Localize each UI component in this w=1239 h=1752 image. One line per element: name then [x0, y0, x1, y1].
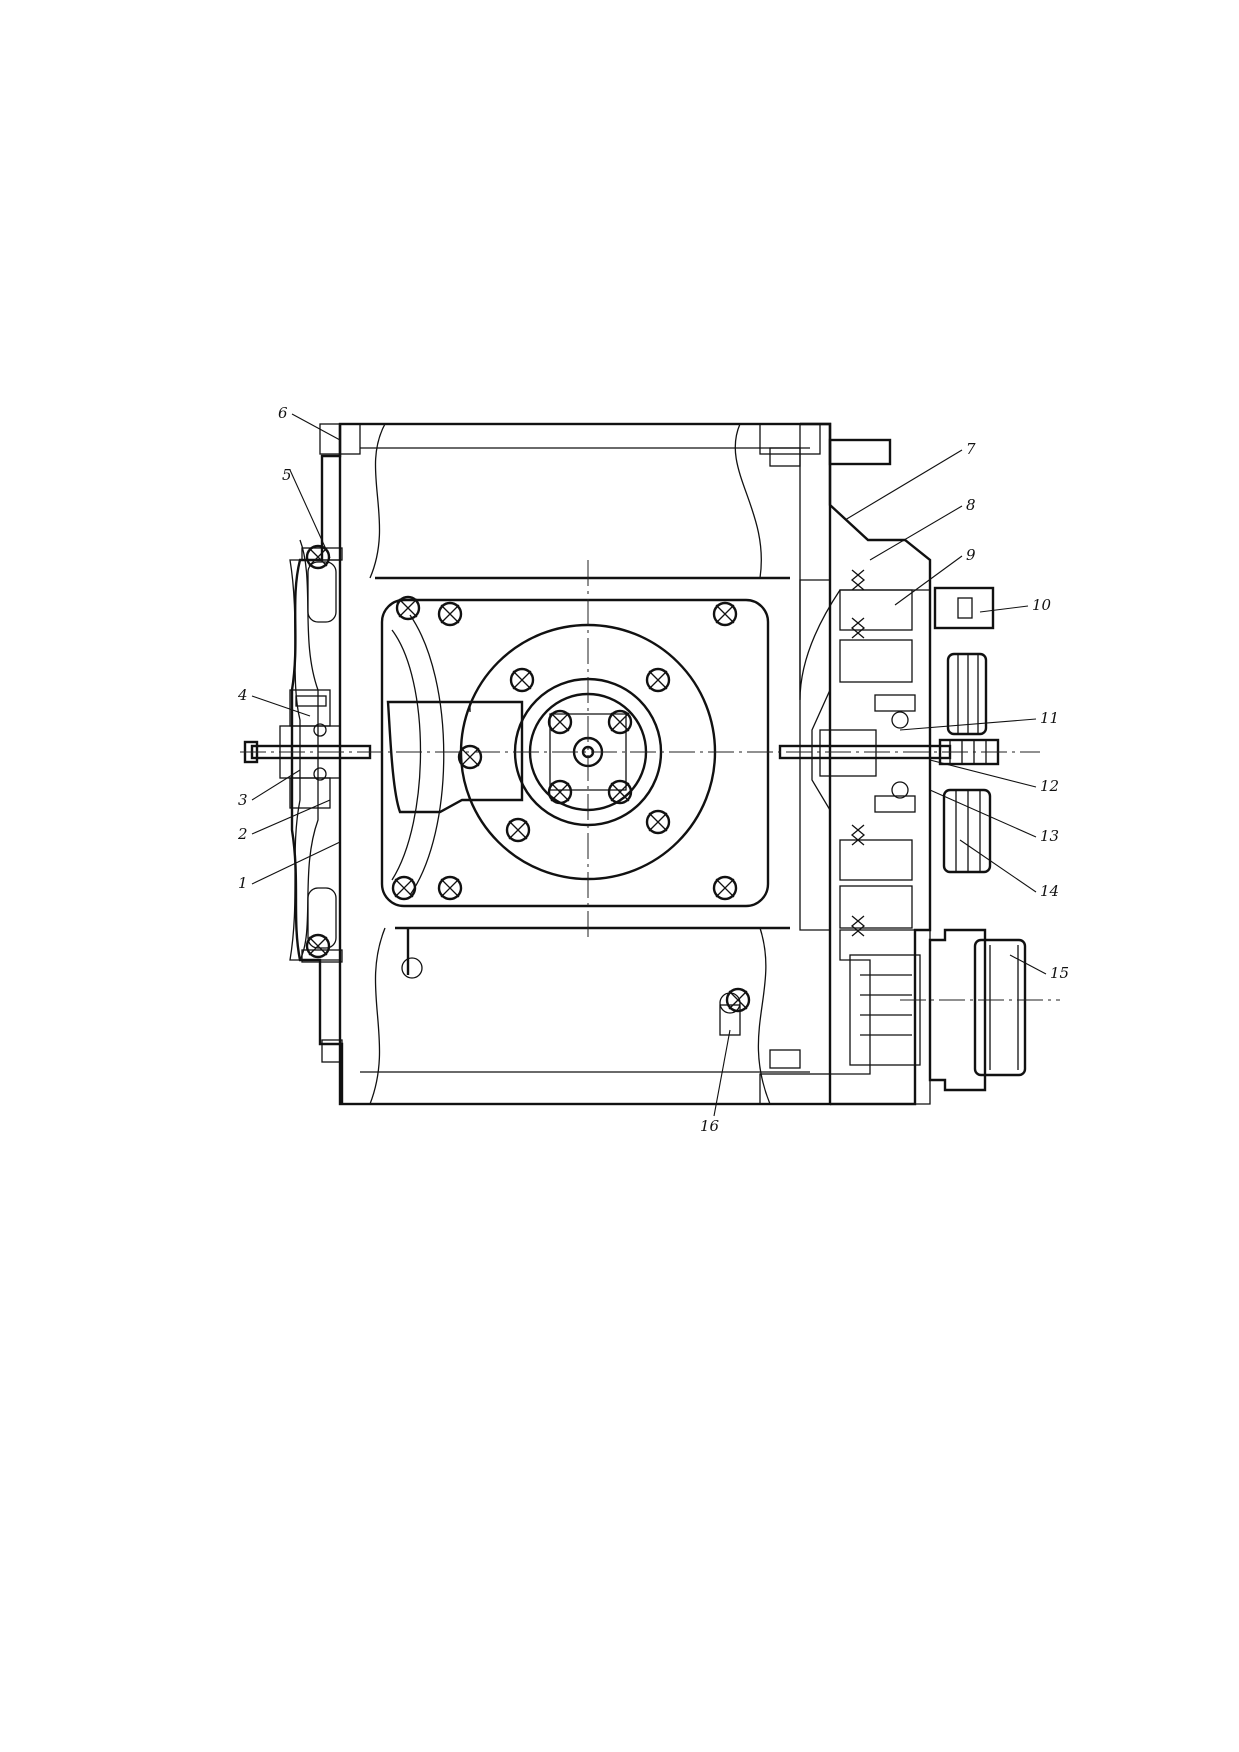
- leader-line-6: [291, 413, 341, 441]
- leader-line-16: [713, 1029, 731, 1117]
- bolt-12: [607, 779, 633, 805]
- leader-line-14: [959, 839, 1037, 893]
- bolt-11: [547, 779, 573, 805]
- connector-housing: [849, 928, 1027, 1092]
- leader-line-11: [899, 718, 1037, 731]
- bolt-3: [712, 601, 738, 627]
- leader-line-2: [251, 799, 331, 835]
- callout-15: 15: [1050, 964, 1069, 982]
- main-housing: [319, 422, 832, 1106]
- right-end-assembly: [719, 422, 1027, 1106]
- bolt-1: [395, 595, 421, 621]
- callout-5: 5: [282, 466, 292, 484]
- left-lower-coil: [307, 887, 337, 949]
- callout-10: 10: [1032, 596, 1052, 614]
- bolt-10: [607, 709, 633, 735]
- terminal-block: [933, 586, 995, 630]
- leader-line-12: [929, 759, 1037, 788]
- rotor-plate: [380, 598, 770, 908]
- bolt-13: [505, 817, 531, 843]
- leader-line-7: [844, 449, 963, 521]
- slip-ring-stack-lower: [942, 788, 992, 874]
- bolt-2: [437, 601, 463, 627]
- callout-16: 16: [700, 1117, 720, 1135]
- center-lines: [240, 560, 1060, 1001]
- leader-lines: [251, 413, 1047, 1117]
- leader-line-1: [251, 841, 341, 885]
- upper-coil-a: [839, 589, 913, 631]
- lower-coil-a: [839, 839, 913, 881]
- callout-11: 11: [1040, 709, 1059, 727]
- leader-line-5: [289, 469, 331, 559]
- left-end-assembly: [243, 424, 423, 1104]
- bolt-5: [437, 875, 463, 901]
- leader-line-9: [894, 555, 963, 606]
- callout-12: 12: [1040, 777, 1059, 795]
- leader-line-3: [251, 769, 301, 801]
- leader-line-4: [251, 695, 311, 717]
- slip-ring-stack-upper: [946, 652, 988, 736]
- bolt-18: [725, 987, 751, 1013]
- leader-line-10: [979, 605, 1029, 613]
- bolt-9: [547, 709, 573, 735]
- hub: [528, 692, 648, 812]
- left-upper-coil: [307, 561, 337, 623]
- bolt-4: [391, 875, 417, 901]
- leader-line-8: [869, 505, 963, 561]
- upper-coil-b: [839, 639, 913, 683]
- callout-3: 3: [238, 791, 248, 809]
- callout-14: 14: [1040, 882, 1059, 900]
- top-lug: [828, 438, 892, 466]
- callout-13: 13: [1040, 827, 1059, 845]
- leader-line-13: [929, 789, 1037, 838]
- lower-coil-b: [839, 885, 913, 929]
- callout-9: 9: [966, 546, 976, 564]
- callout-8: 8: [966, 496, 976, 514]
- bolt-17: [305, 933, 331, 959]
- bolt-7: [509, 667, 535, 693]
- bolt-8: [645, 667, 671, 693]
- callout-2: 2: [237, 825, 248, 843]
- bolt-6: [712, 875, 738, 901]
- leader-line-15: [1009, 954, 1047, 975]
- callout-6: 6: [278, 404, 288, 422]
- bolt-14: [645, 809, 671, 835]
- callout-labels: 1 2 3 4 5 6 7 8 9 10 11 12 13 14 15 16: [237, 404, 1069, 1135]
- bolt-15: [457, 744, 483, 770]
- bolts: [305, 544, 751, 1013]
- callout-4: 4: [237, 686, 248, 704]
- callout-7: 7: [966, 440, 976, 458]
- callout-1: 1: [238, 874, 248, 892]
